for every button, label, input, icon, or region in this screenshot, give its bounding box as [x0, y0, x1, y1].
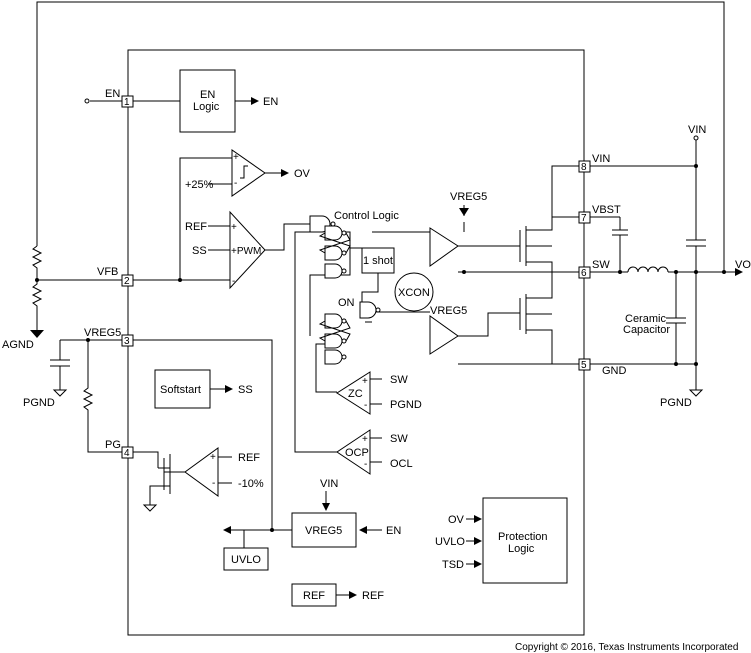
uvlo-block: UVLO	[223, 547, 269, 571]
pgnd-right-ground-icon	[688, 389, 704, 397]
vin-label: VIN	[688, 124, 706, 136]
vreg5-top-arrow-icon	[459, 208, 469, 216]
pg-comparator: + - REF -10%	[184, 447, 264, 497]
copyright: Copyright © 2016, Texas Instruments Inco…	[515, 642, 738, 653]
softstart-label: Softstart	[160, 384, 201, 396]
ov-threshold: +25%	[185, 179, 214, 191]
pin-1-label: EN	[105, 88, 120, 100]
capacitor-label-line1: Ceramic	[625, 313, 666, 325]
ocp-label: OCP	[345, 447, 369, 459]
ocp-plus: +	[362, 434, 368, 445]
zc-plus: +	[362, 376, 368, 387]
pwm-ref-input: REF	[185, 221, 207, 233]
ground-symbols	[30, 330, 704, 512]
ocp-comparator: + - OCP SW OCL	[336, 429, 413, 475]
pgnd-right-label: PGND	[660, 397, 692, 409]
pin-7-number: 7	[581, 213, 587, 224]
en-logic-block: EN Logic EN	[179, 69, 278, 133]
pin-4-number: 4	[124, 448, 130, 459]
ref-label: REF	[303, 590, 325, 602]
pin-3-number: 3	[124, 336, 130, 347]
ref-block: REF REF	[291, 583, 384, 607]
pin-3-label: VREG5	[84, 327, 121, 339]
capacitor-label-line2: Capacitor	[623, 324, 670, 336]
xcon-label: XCON	[398, 287, 430, 299]
pwm-comparator: REF SS + +PWM -	[185, 210, 266, 290]
pg-offset: -10%	[238, 478, 264, 490]
protection-in-ov: OV	[448, 514, 465, 526]
zc-label: ZC	[348, 388, 363, 400]
protection-line2: Logic	[508, 543, 535, 555]
pwm-ss-input: SS	[192, 245, 207, 257]
pins: 1 EN 2 VFB 3 VREG5 4 PG 5 GND 6 SW 7 VBS…	[84, 88, 627, 459]
pg-fet-ground-icon	[142, 504, 158, 512]
pin-7-label: VBST	[592, 204, 621, 216]
en-logic-line2: Logic	[193, 101, 220, 113]
pg-minus: -	[212, 478, 215, 489]
pgnd-left-ground-icon	[52, 389, 68, 397]
vreg5-block: VREG5 VIN EN	[223, 478, 401, 548]
vreg5-vin: VIN	[320, 478, 338, 490]
zc-minus: -	[364, 400, 367, 411]
pwm-ref-plus: +	[231, 222, 237, 233]
ref-output: REF	[362, 590, 384, 602]
protection-line1: Protection	[498, 531, 548, 543]
pin-2-number: 2	[124, 276, 130, 287]
pin-8-label: VIN	[592, 153, 610, 165]
pg-ref: REF	[238, 452, 260, 464]
outer-wiring	[31, 1, 743, 453]
vreg5-mid-label: VREG5	[430, 305, 467, 317]
ov-plus: +	[233, 152, 239, 163]
pin-1-number: 1	[124, 97, 130, 108]
uvlo-label: UVLO	[231, 554, 261, 566]
pwm-minus: -	[232, 276, 235, 287]
control-logic: Control Logic 1 shot ON	[309, 210, 399, 365]
external-labels: AGND PGND PGND VIN VO Ceramic Capacitor	[2, 124, 751, 409]
vo-label: VO	[735, 259, 751, 271]
ocp-in-sw: SW	[390, 433, 408, 445]
vreg5-label: VREG5	[305, 525, 342, 537]
one-shot-label: 1 shot	[363, 255, 393, 267]
gate-drivers: XCON VREG5 VREG5	[394, 191, 487, 355]
pgnd-left-label: PGND	[23, 397, 55, 409]
zc-in-pgnd: PGND	[390, 399, 422, 411]
pin-8-number: 8	[581, 162, 587, 173]
on-label: ON	[338, 297, 355, 309]
pin-5-number: 5	[581, 360, 587, 371]
ocp-out-ocl: OCL	[390, 458, 413, 470]
pin-5-label: GND	[602, 365, 627, 377]
ov-minus: -	[234, 178, 237, 189]
zc-in-sw: SW	[390, 374, 408, 386]
pg-plus: +	[210, 452, 216, 463]
ov-output: OV	[294, 168, 311, 180]
pwm-label: +PWM	[231, 246, 261, 257]
protection-in-tsd: TSD	[442, 559, 464, 571]
pin-2-label: VFB	[97, 266, 118, 278]
vreg5-en: EN	[386, 525, 401, 537]
softstart-output: SS	[238, 384, 253, 396]
protection-in-uvlo: UVLO	[435, 536, 465, 548]
protection-logic-block: Protection Logic OV UVLO TSD	[435, 497, 568, 584]
zc-comparator: + - ZC SW PGND	[336, 371, 422, 415]
pin-4-label: PG	[105, 439, 121, 451]
vreg5-top-label: VREG5	[450, 191, 487, 203]
pin-6-label: SW	[592, 259, 610, 271]
en-logic-output: EN	[263, 96, 278, 108]
control-logic-label: Control Logic	[334, 210, 399, 222]
softstart-block: Softstart SS	[154, 369, 253, 409]
pin-6-number: 6	[581, 268, 587, 279]
agnd-ground-icon	[30, 330, 44, 338]
agnd-label: AGND	[2, 339, 34, 351]
en-logic-line1: EN	[200, 89, 215, 101]
ocp-minus: -	[364, 459, 367, 470]
ov-comparator: + - +25% OV	[185, 149, 311, 197]
